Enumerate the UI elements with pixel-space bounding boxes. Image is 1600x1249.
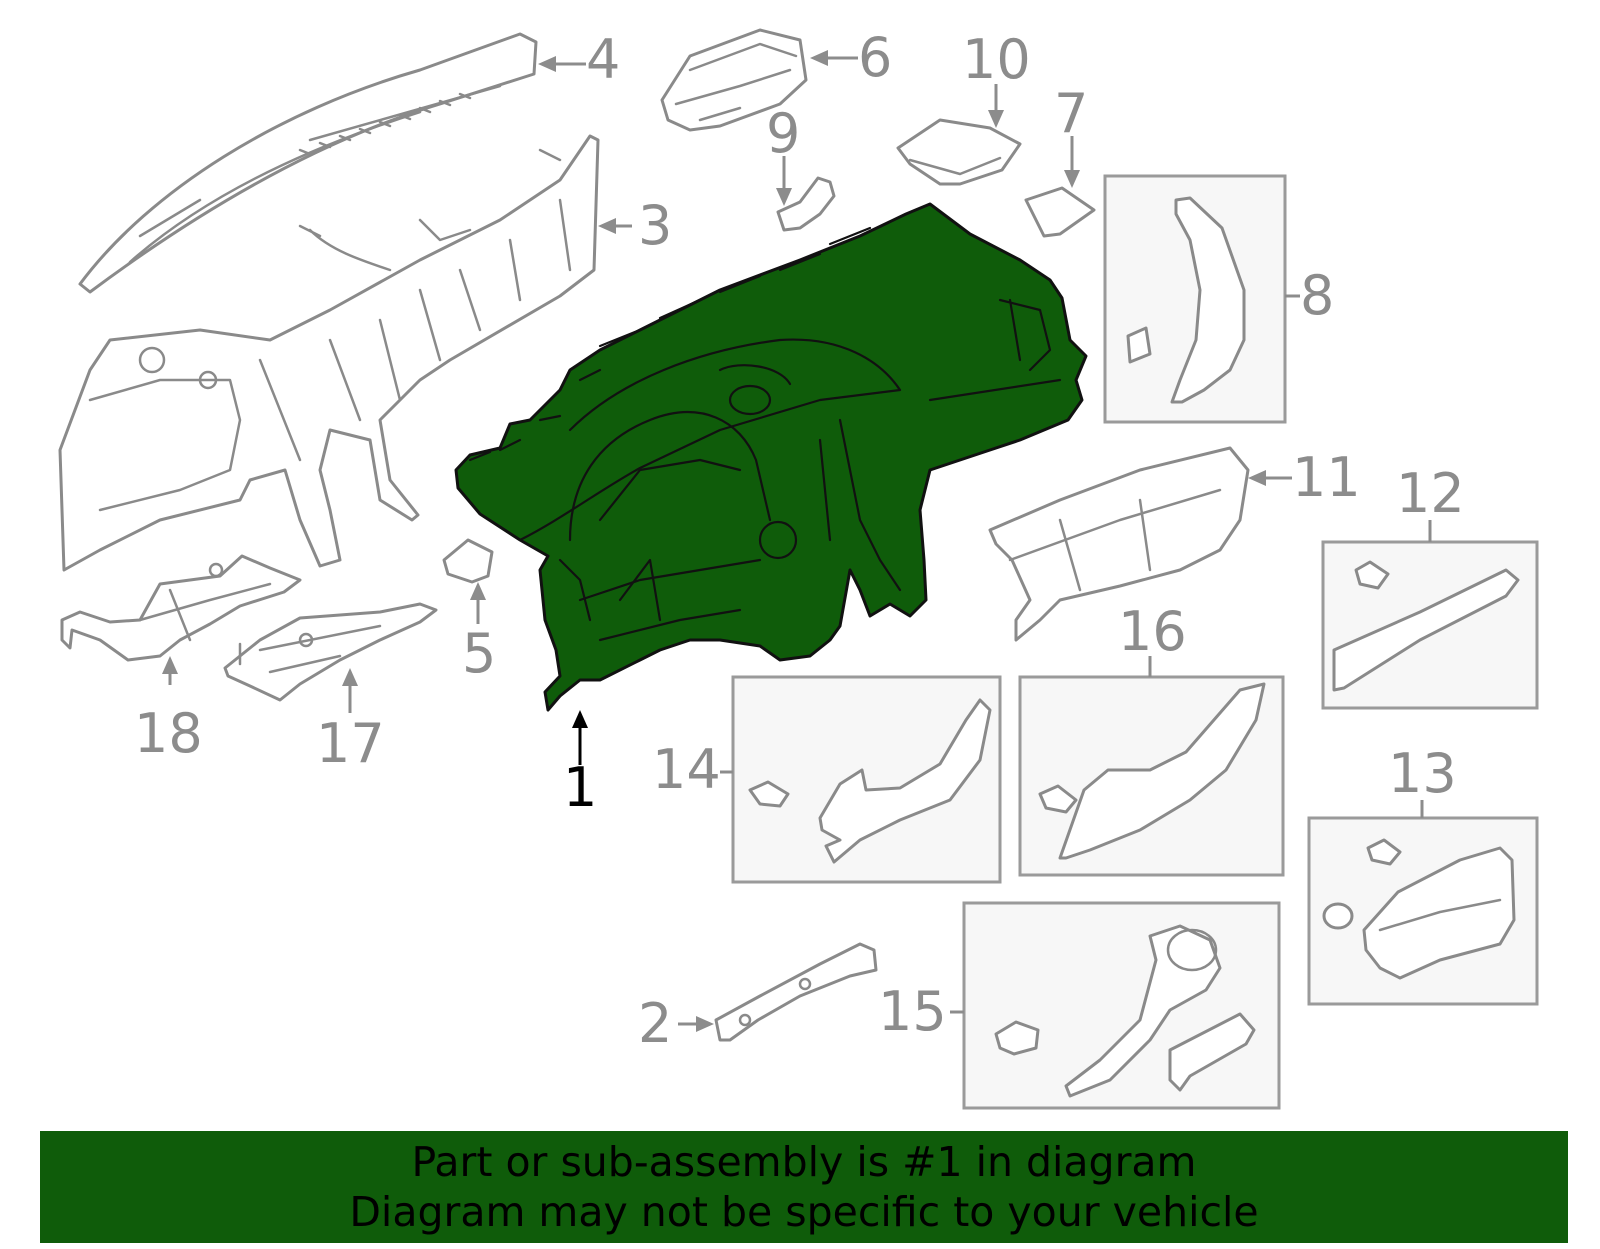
part-3-cross-car-beam (58, 134, 600, 572)
part-17-bracket (223, 602, 438, 702)
part-13-bezel (1322, 838, 1516, 980)
part-14-trim (748, 698, 992, 864)
part-4-defroster-grille (78, 32, 538, 294)
part-6-airbag (660, 28, 808, 132)
part-10-cover (896, 118, 1022, 186)
part-16-trim (1038, 682, 1266, 860)
banner-line-1: Part or sub-assembly is #1 in diagram (411, 1138, 1197, 1186)
callout-17: 17 (316, 712, 385, 775)
callout-18: 18 (134, 702, 203, 765)
info-banner: Part or sub-assembly is #1 in diagram Di… (40, 1131, 1568, 1243)
part-15-trim (994, 924, 1256, 1098)
part-9-bracket (776, 176, 836, 232)
callout-12: 12 (1396, 462, 1465, 525)
part-18-bracket (60, 554, 302, 662)
callout-10: 10 (962, 28, 1031, 91)
callout-3: 3 (638, 194, 672, 257)
callout-11: 11 (1292, 446, 1361, 509)
callout-2: 2 (638, 992, 672, 1055)
banner-line-2: Diagram may not be specific to your vehi… (349, 1188, 1259, 1236)
callout-9: 9 (766, 102, 800, 165)
callout-labels: 1 2 3 4 5 6 7 8 9 10 11 12 13 14 15 16 1… (134, 26, 1465, 1055)
part-7-vent (1024, 186, 1096, 238)
callout-15: 15 (878, 980, 947, 1043)
part-5-clip (442, 538, 494, 584)
inset-box-15 (962, 901, 1281, 1110)
part-1-instrument-panel (454, 202, 1088, 712)
part-8-trim (1126, 196, 1246, 404)
callout-16: 16 (1118, 600, 1187, 663)
callout-1: 1 (563, 756, 597, 819)
leader-lines (162, 50, 1432, 1032)
part-2-brace (714, 942, 878, 1042)
callout-5: 5 (462, 622, 496, 685)
callout-14: 14 (652, 738, 721, 801)
callout-7: 7 (1054, 82, 1088, 145)
callout-4: 4 (586, 28, 620, 91)
callout-8: 8 (1300, 264, 1334, 327)
callout-13: 13 (1388, 742, 1457, 805)
part-12-trim-strip (1332, 560, 1520, 692)
callout-6: 6 (858, 26, 892, 89)
part-11-glove-box (988, 446, 1250, 642)
